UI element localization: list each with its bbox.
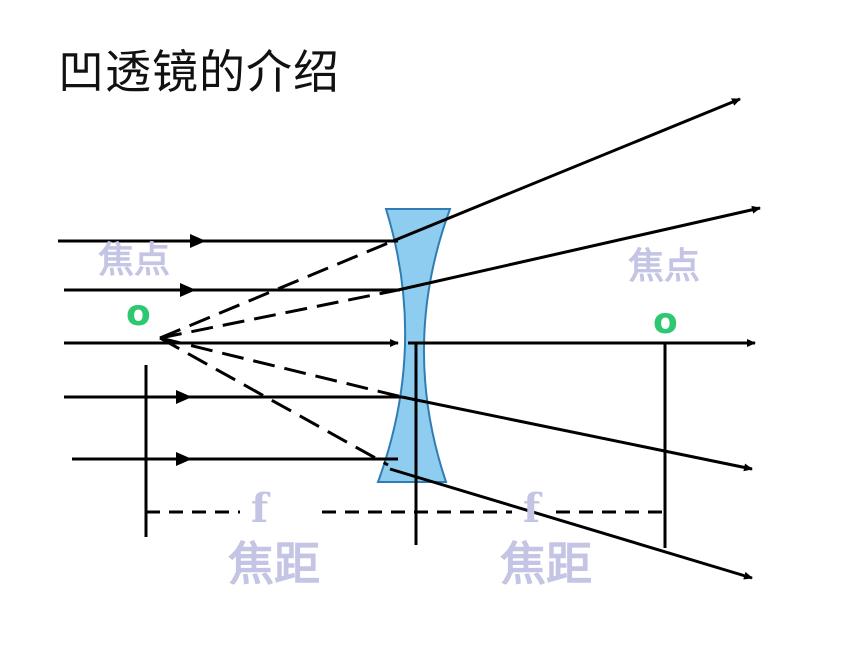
refracted-ray-2 — [397, 205, 761, 292]
focus-label-left: 焦点 — [98, 240, 170, 281]
focus-point-right: o — [653, 301, 678, 342]
ray-arrowhead-2 — [180, 283, 196, 297]
ray-arrowhead-4 — [176, 390, 192, 404]
focus-point-left: o — [126, 293, 151, 334]
virtual-ray-4 — [159, 336, 403, 399]
page-title: 凹透镜的介绍 — [58, 45, 340, 99]
concave-lens — [376, 208, 452, 483]
virtual-ray-2 — [159, 288, 399, 340]
f-label-left: f — [251, 485, 271, 532]
focal-length-label-right: 焦距 — [500, 537, 592, 591]
refracted-ray-5 — [389, 467, 753, 580]
focus-label-right: 焦点 — [628, 246, 700, 287]
ray-arrowhead-5 — [176, 452, 192, 466]
virtual-ray-5 — [159, 336, 389, 467]
f-label-right: f — [523, 485, 543, 532]
virtual-ray-1 — [159, 239, 394, 340]
refracted-ray-1 — [392, 97, 741, 243]
focal-length-label-left: 焦距 — [228, 537, 320, 591]
refracted-ray-4 — [401, 395, 753, 472]
ray-arrowhead-1 — [190, 234, 206, 248]
